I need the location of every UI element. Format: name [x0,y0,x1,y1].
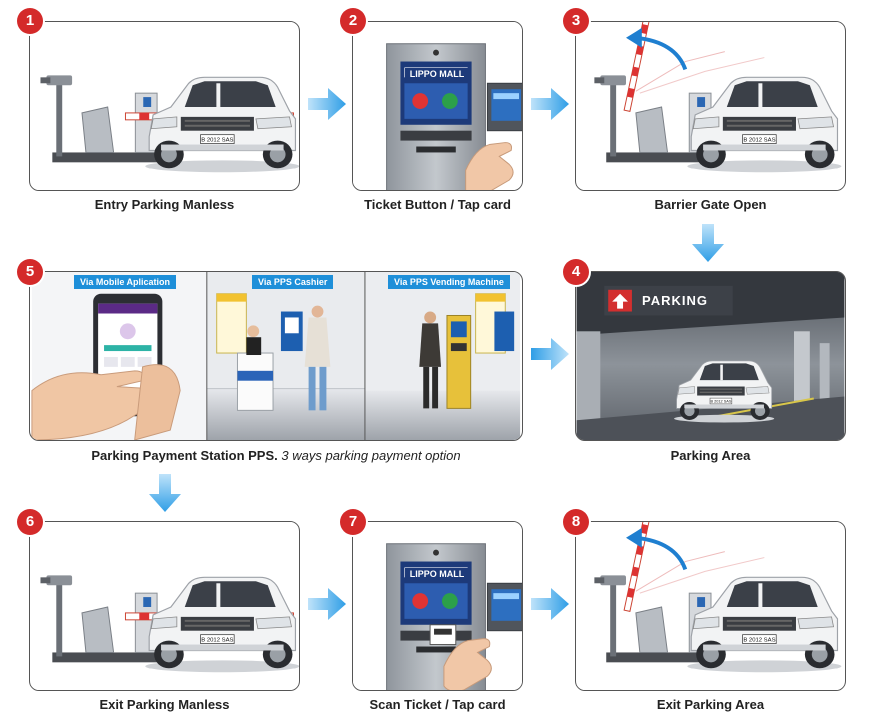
barrier-open-illustration [576,22,845,190]
step-8-caption: Exit Parking Area [656,697,765,712]
entry-gate-illustration [30,22,299,190]
step-4-badge: 4 [563,259,589,285]
payment-option-mobile: Via Mobile Aplication [74,275,177,289]
step-2-panel: LIPPO MALL [352,21,523,191]
step-7-panel: LIPPO MALL [352,521,523,691]
kiosk-brand: LIPPO MALL [405,568,469,580]
step-1-panel [29,21,300,191]
step-5-caption: Parking Payment Station PPS. 3 ways park… [29,448,523,463]
step-6-badge: 6 [17,509,43,535]
step-4-panel: PARKING [575,271,846,441]
right-arrow-icon [531,88,569,120]
step-3-badge: 3 [563,8,589,34]
ticket-kiosk-illustration [353,22,522,190]
step-1-badge: 1 [17,8,43,34]
step-6-caption: Exit Parking Manless [99,697,230,712]
scan-ticket-kiosk-illustration [353,522,522,690]
step-2-badge: 2 [340,8,366,34]
step-6-panel [29,521,300,691]
step-5-panel: Via Mobile Aplication Via PPS Cashier Vi… [29,271,523,441]
payment-option-vending: Via PPS Vending Machine [388,275,510,289]
step-1-caption: Entry Parking Manless [94,197,235,212]
step-7-caption: Scan Ticket / Tap card [369,697,506,712]
kiosk-brand: LIPPO MALL [405,68,469,80]
step-5-caption-title: Parking Payment Station PPS. [91,448,278,463]
down-arrow-icon [692,224,724,262]
step-3-panel [575,21,846,191]
step-5-badge: 5 [17,259,43,285]
exit-gate-illustration [30,522,299,690]
step-2-caption: Ticket Button / Tap card [364,197,511,212]
step-8-panel [575,521,846,691]
left-arrow-icon [531,338,569,370]
step-7-badge: 7 [340,509,366,535]
step-8-badge: 8 [563,509,589,535]
parking-sign: PARKING [642,293,708,308]
right-arrow-icon [308,88,346,120]
payment-options-illustration [31,272,521,440]
parking-garage-illustration [576,272,845,440]
exit-barrier-open-illustration [576,522,845,690]
down-arrow-icon [149,474,181,512]
step-5-caption-subtitle: 3 ways parking payment option [281,448,461,463]
right-arrow-icon [531,588,569,620]
payment-option-cashier: Via PPS Cashier [252,275,334,289]
right-arrow-icon [308,588,346,620]
step-3-caption: Barrier Gate Open [654,197,767,212]
step-4-caption: Parking Area [670,448,751,463]
